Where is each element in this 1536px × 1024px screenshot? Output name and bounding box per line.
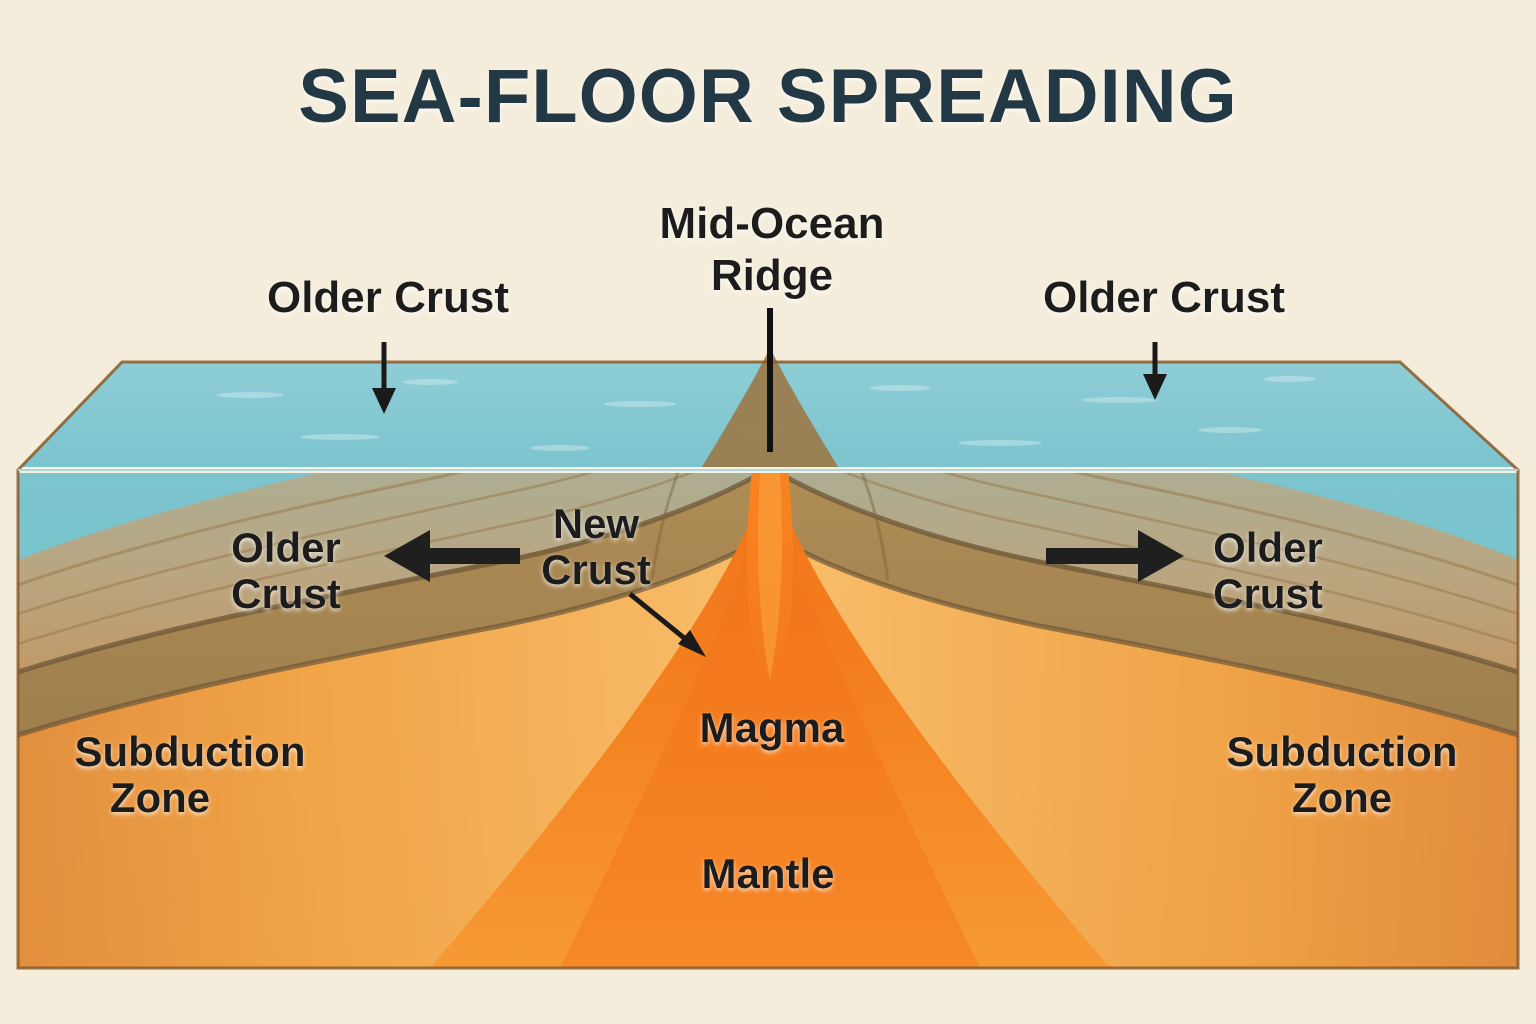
older-crust-top-right-arrow-head [1143, 374, 1167, 400]
subduction-zone-left-line2: Zone [110, 774, 210, 821]
spreading-arrow-right [1046, 530, 1184, 582]
subduction-zone-left-line1: Subduction [75, 728, 306, 775]
label-subduction-zone-right: Subduction Zone [1227, 728, 1458, 821]
older-crust-mid-left-line2: Crust [231, 570, 341, 617]
spreading-arrow-left [384, 530, 520, 582]
label-older-crust-mid-right: Older Crust [1213, 524, 1323, 617]
older-crust-top-right-text: Older Crust [1043, 273, 1285, 322]
older-crust-mid-right-line1: Older [1213, 524, 1323, 571]
new-crust-leader-head [678, 630, 706, 657]
older-crust-top-left-text: Older Crust [267, 273, 509, 322]
new-crust-leader-shaft [628, 592, 696, 648]
mid-ocean-ridge-line1: Mid-Ocean [660, 199, 885, 248]
subduction-zone-right-line1: Subduction [1227, 728, 1458, 775]
label-new-crust: New Crust [541, 500, 706, 657]
page-title: SEA-FLOOR SPREADING [298, 54, 1238, 139]
older-crust-mid-right-line2: Crust [1213, 570, 1323, 617]
label-subduction-zone-left: Subduction Zone [75, 728, 306, 821]
block-outline [16, 360, 1520, 970]
older-crust-mid-left-line1: Older [231, 524, 341, 571]
older-crust-top-left-arrow-head [372, 388, 396, 414]
mid-ocean-ridge-line2: Ridge [711, 251, 833, 300]
label-older-crust-top-left: Older Crust [267, 273, 509, 414]
new-crust-line1: New [553, 500, 640, 547]
new-crust-line2: Crust [541, 546, 651, 593]
label-older-crust-top-right: Older Crust [1043, 273, 1285, 400]
label-mantle: Mantle [701, 850, 834, 897]
label-older-crust-mid-left: Older Crust [231, 524, 341, 617]
label-mid-ocean-ridge: Mid-Ocean Ridge [660, 199, 885, 452]
block-front-face [18, 470, 1518, 968]
front-face-grain [18, 470, 1518, 968]
subduction-zone-right-line2: Zone [1292, 774, 1392, 821]
label-magma: Magma [700, 704, 845, 751]
